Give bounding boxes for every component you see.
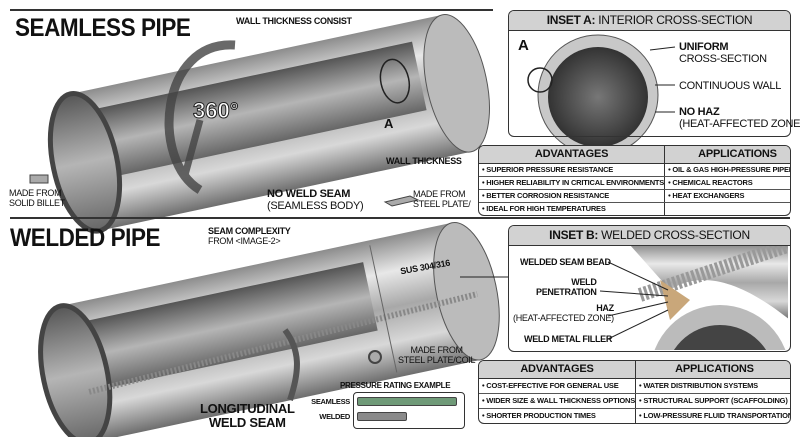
- pressure-bar: [357, 412, 407, 421]
- divider: [10, 217, 790, 219]
- steel-plate-icon: [383, 195, 420, 207]
- wall-consist-label: WALL THICKNESS CONSIST: [236, 16, 352, 26]
- welded-title: WELDED PIPE: [10, 224, 161, 252]
- rotation-label: 360°: [193, 98, 240, 124]
- wall-thickness-label: WALL THICKNESS: [386, 156, 462, 166]
- bead-label: WELDED SEAM BEAD: [520, 257, 611, 267]
- no-weld-label: NO WELD SEAM(SEAMLESS BODY): [267, 188, 364, 212]
- pressure-title: PRESSURE RATING EXAMPLE: [340, 381, 451, 390]
- pressure-bar-label: WELDED: [319, 412, 350, 421]
- inset-a: INSET A: INTERIOR CROSS-SECTION: [508, 10, 791, 137]
- filler-label: WELD METAL FILLER: [524, 334, 613, 344]
- welded-pipe-drawing: [38, 221, 500, 437]
- no-haz-label: NO HAZ(HEAT-AFFECTED ZONE): [679, 106, 800, 130]
- divider: [10, 9, 493, 11]
- inset-b: INSET B: WELDED CROSS-SECTION: [508, 225, 791, 352]
- seamless-title: SEAMLESS PIPE: [15, 14, 191, 42]
- inset-b-weld-drawing: [460, 245, 788, 350]
- rotation-arrow: [164, 40, 236, 194]
- marker-a: A: [384, 116, 394, 131]
- pressure-bar: [357, 397, 457, 406]
- pressure-box: [353, 392, 465, 429]
- weld-seam-arrow: [282, 328, 300, 401]
- billet-icon: [29, 174, 49, 184]
- inset-a-marker: A: [518, 37, 529, 54]
- coil-icon: [368, 350, 382, 364]
- pressure-bar-label: SEAMLESS: [311, 397, 350, 406]
- continuous-label: CONTINUOUS WALL: [679, 80, 782, 92]
- haz-label: HAZ(HEAT-AFFECTED ZONE): [513, 303, 614, 323]
